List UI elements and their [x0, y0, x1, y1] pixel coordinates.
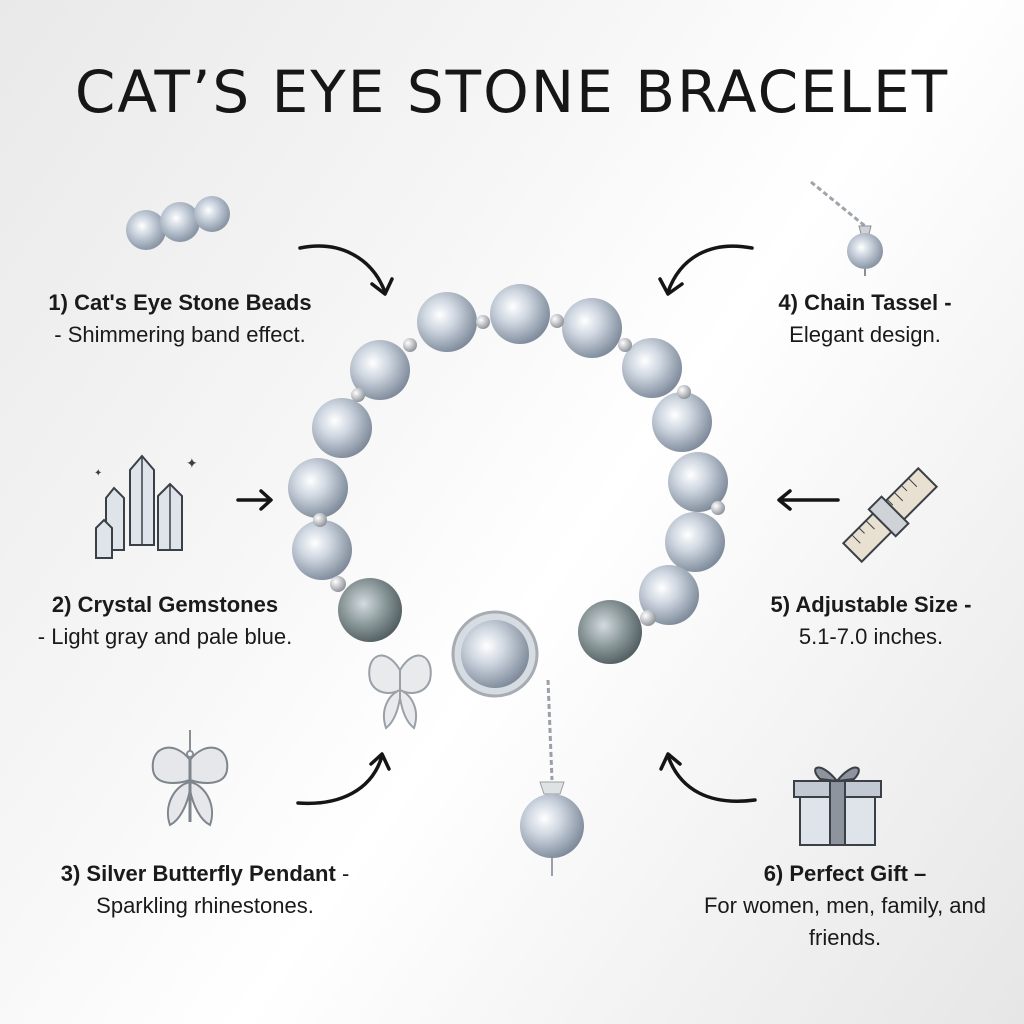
cat-eye-beads-icon: [126, 196, 230, 250]
feature-title: 4) Chain Tassel -: [778, 290, 952, 315]
feature-title: 3) Silver Butterfly Pendant: [60, 861, 336, 886]
feature-chain-tassel: 4) Chain Tassel - Elegant design.: [700, 287, 1024, 351]
page-title: CAT’S EYE STONE BRACELET: [74, 58, 950, 126]
feature-desc: - Light gray and pale blue.: [37, 624, 293, 649]
feature-title: 1) Cat's Eye Stone Beads: [48, 290, 312, 315]
feature-desc: - Shimmering band effect.: [54, 322, 306, 347]
butterfly-pendant: [368, 654, 432, 730]
feature-desc: 5.1-7.0 inches.: [798, 624, 944, 649]
chain-tassel-icon: [810, 180, 883, 276]
feature-title: 2) Crystal Gemstones: [51, 592, 279, 617]
feature-silver-butterfly: 3) Silver Butterfly Pendant - Sparkling …: [40, 858, 370, 922]
bead-ring: [288, 284, 728, 698]
crystal-icon: ✦ ✦: [94, 454, 198, 559]
feature-adjustable-size: 5) Adjustable Size - 5.1-7.0 inches.: [706, 589, 1024, 653]
feature-title: 5) Adjustable Size -: [770, 592, 972, 617]
ruler-icon: [841, 466, 939, 564]
feature-title: 6) Perfect Gift –: [763, 861, 927, 886]
feature-crystal-gemstones: 2) Crystal Gemstones - Light gray and pa…: [0, 589, 330, 653]
feature-desc: - Sparkling rhinestones.: [96, 861, 350, 918]
feature-perfect-gift: 6) Perfect Gift – For women, men, family…: [680, 858, 1010, 954]
butterfly-pendant-icon: [151, 730, 229, 827]
feature-cats-eye-beads: 1) Cat's Eye Stone Beads - Shimmering ba…: [15, 287, 345, 351]
svg-text:✦: ✦: [94, 468, 102, 479]
feature-desc: Elegant design.: [789, 322, 941, 347]
gift-box-icon: [793, 766, 882, 846]
feature-desc: For women, men, family, and friends.: [703, 893, 987, 950]
bracelet-image: [288, 284, 728, 876]
svg-text:✦: ✦: [186, 455, 198, 471]
chain-tassel: [520, 679, 584, 876]
